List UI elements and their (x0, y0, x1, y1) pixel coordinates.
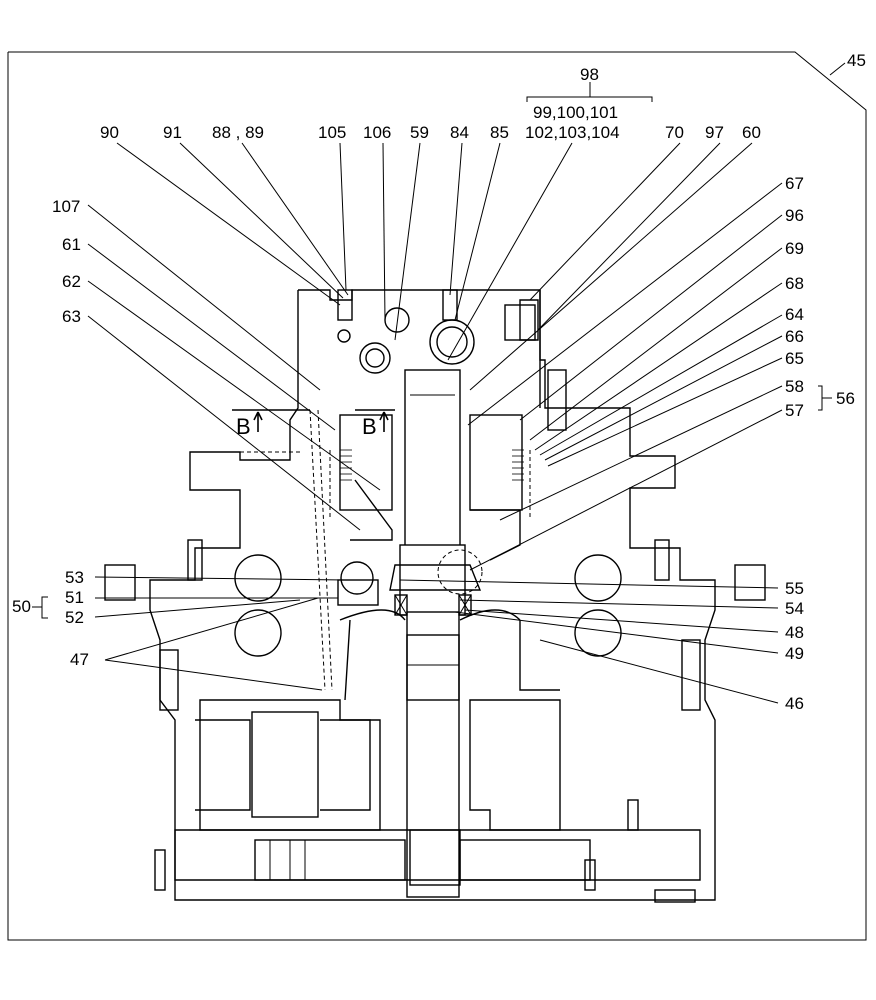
callout-61: 61 (62, 235, 81, 254)
callout-labels: 98 99,100,101 102,103,104 90 91 88 , 89 … (12, 65, 855, 713)
sheet-number: 45 (847, 51, 866, 70)
callout-50: 50 (12, 597, 31, 616)
callout-91: 91 (163, 123, 182, 142)
callout-52: 52 (65, 608, 84, 627)
callout-54: 54 (785, 599, 804, 618)
callout-53: 53 (65, 568, 84, 587)
callout-65: 65 (785, 349, 804, 368)
callout-64: 64 (785, 305, 804, 324)
callout-67: 67 (785, 174, 804, 193)
callout-85: 85 (490, 123, 509, 142)
callout-96: 96 (785, 206, 804, 225)
callout-97: 97 (705, 123, 724, 142)
callout-62: 62 (62, 272, 81, 291)
callout-46: 46 (785, 694, 804, 713)
callout-48: 48 (785, 623, 804, 642)
callout-90: 90 (100, 123, 119, 142)
housing-assembly: B B (104, 289, 766, 903)
callout-99-101: 99,100,101 (533, 103, 618, 122)
callout-106: 106 (363, 123, 391, 142)
callout-55: 55 (785, 579, 804, 598)
callout-70: 70 (665, 123, 684, 142)
callout-58: 58 (785, 377, 804, 396)
callout-47: 47 (70, 650, 89, 669)
callout-105: 105 (318, 123, 346, 142)
sheet-frame (7, 51, 867, 941)
callout-102-104: 102,103,104 (525, 123, 620, 142)
leader-lines (32, 82, 832, 704)
callout-60: 60 (742, 123, 761, 142)
sheet-leader (829, 62, 846, 76)
callout-49: 49 (785, 644, 804, 663)
callout-98: 98 (580, 65, 599, 84)
callout-51: 51 (65, 588, 84, 607)
callout-63: 63 (62, 307, 81, 326)
callout-59: 59 (410, 123, 429, 142)
callout-57: 57 (785, 401, 804, 420)
callout-56: 56 (836, 389, 855, 408)
callout-68: 68 (785, 274, 804, 293)
callout-69: 69 (785, 239, 804, 258)
callout-84: 84 (450, 123, 469, 142)
callout-66: 66 (785, 327, 804, 346)
section-mark-left: B (236, 414, 251, 439)
section-mark-right: B (362, 414, 377, 439)
callout-88-89: 88 , 89 (212, 123, 264, 142)
callout-107: 107 (52, 197, 80, 216)
